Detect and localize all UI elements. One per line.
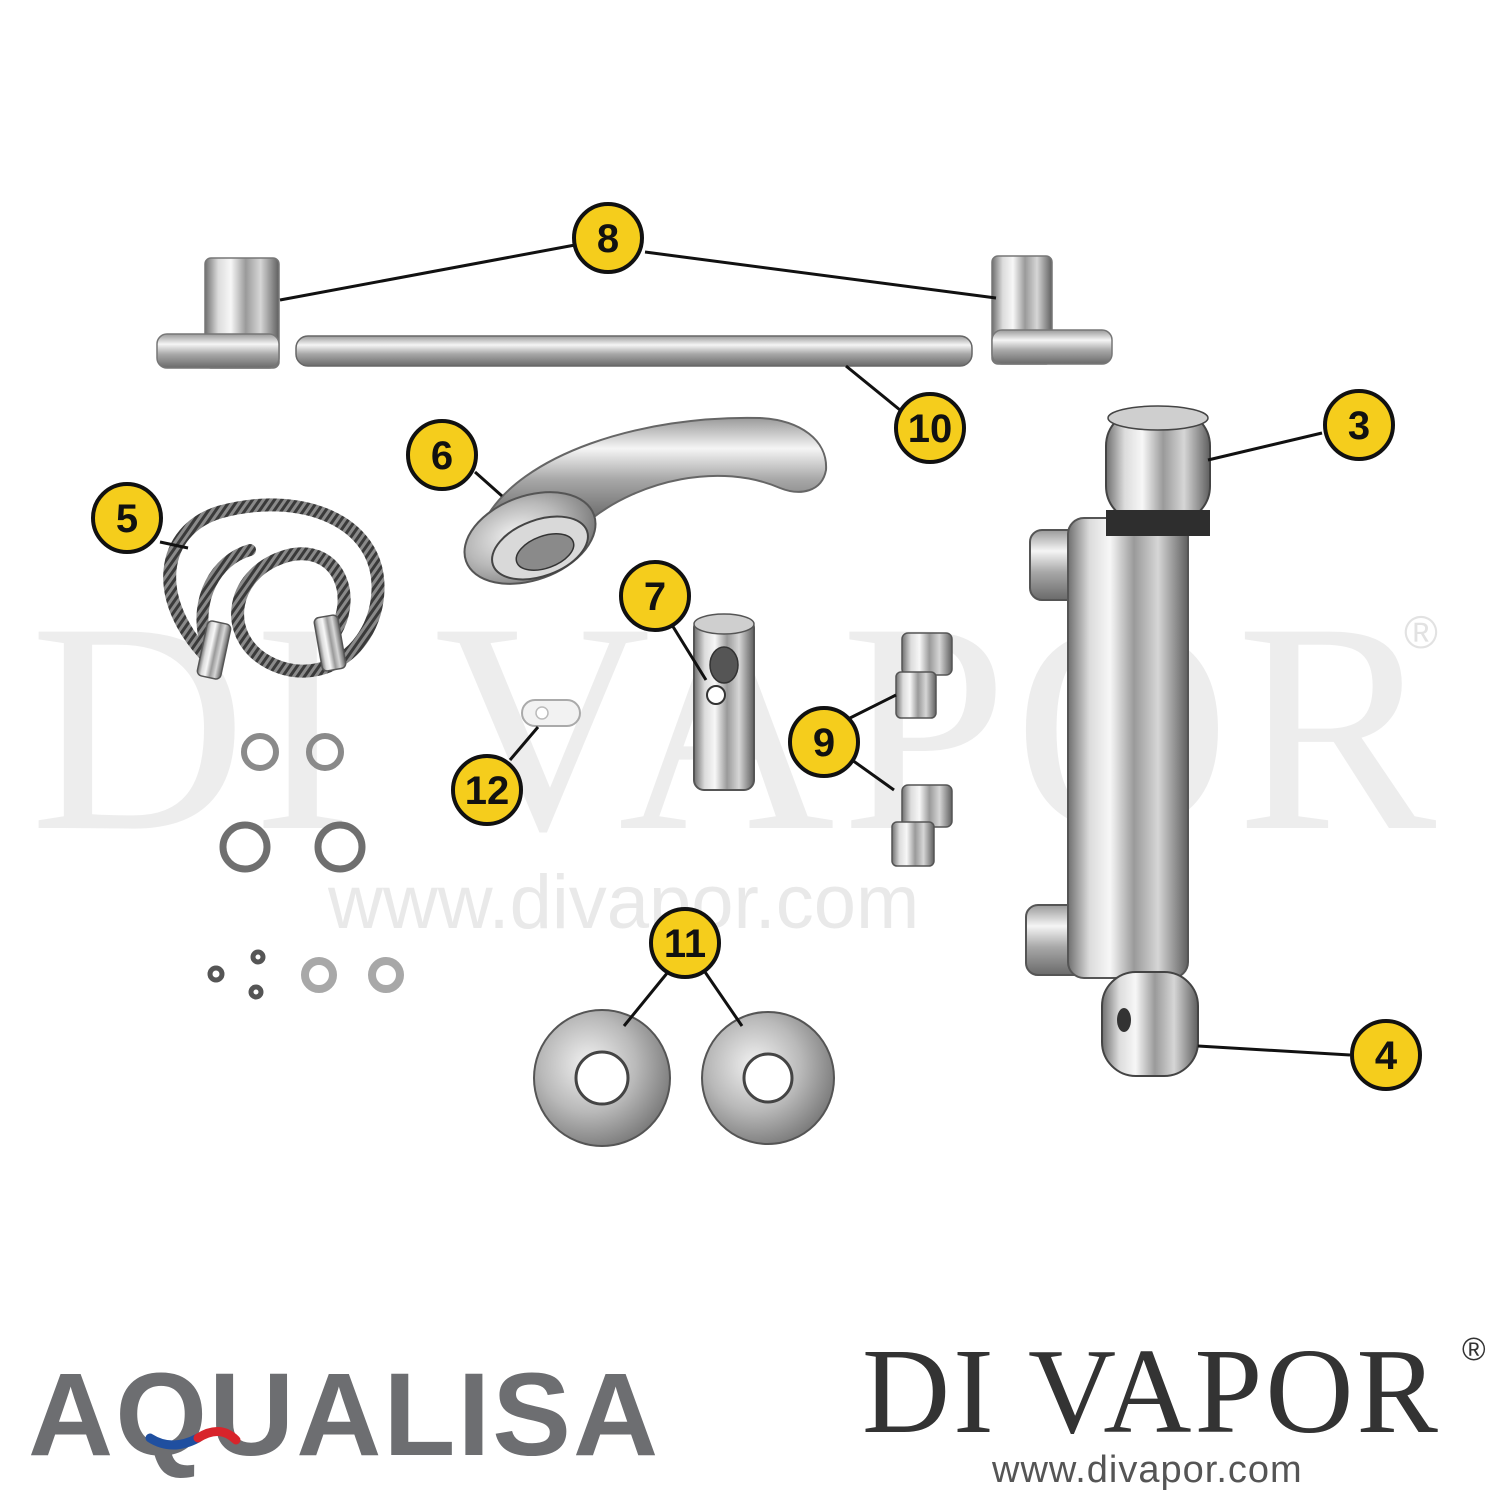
- washer: [306, 733, 344, 771]
- aqualisa-wordmark: AQUALISA: [28, 1349, 660, 1481]
- part-11-shrouds: [533, 1009, 835, 1147]
- callout-3: 3: [1323, 389, 1395, 461]
- leader-5: [159, 540, 189, 550]
- svg-text:8: 8: [597, 217, 619, 261]
- leader-4: [1197, 1044, 1351, 1057]
- callout-11: 11: [649, 907, 721, 979]
- washer: [241, 733, 279, 771]
- leader-11b: [703, 971, 744, 1027]
- callout-7: 7: [619, 560, 691, 632]
- leader-11a: [622, 971, 670, 1027]
- callout-10: 10: [894, 392, 966, 464]
- leader-12: [508, 726, 540, 761]
- svg-text:5: 5: [116, 497, 138, 541]
- svg-text:9: 9: [813, 721, 835, 765]
- aqualisa-swoosh-red: [193, 1427, 241, 1445]
- washer: [248, 984, 264, 1000]
- leader-3: [1207, 431, 1323, 462]
- part-3-temperature-handle: [1105, 405, 1211, 536]
- leader-9b: [851, 758, 895, 792]
- leader-10: [845, 364, 901, 412]
- callout-6: 6: [406, 419, 478, 491]
- callout-5: 5: [91, 482, 163, 554]
- callout-9: 9: [788, 706, 860, 778]
- callouts: 8 10 6 3 5 7 9 12: [91, 202, 1422, 1091]
- part-8-wall-brackets: [156, 255, 1113, 369]
- watermark-registered: ®: [1404, 606, 1438, 658]
- shroud-right: [701, 1011, 835, 1145]
- elbow-lower: [891, 784, 953, 867]
- part-6-shower-handset: [463, 416, 828, 585]
- divapor-registered: ®: [1462, 1331, 1486, 1367]
- svg-text:4: 4: [1375, 1034, 1398, 1078]
- bracket-right: [991, 255, 1113, 365]
- svg-text:6: 6: [431, 434, 453, 478]
- svg-text:11: 11: [664, 922, 706, 966]
- washer: [368, 957, 404, 993]
- svg-text:7: 7: [644, 575, 666, 619]
- part-7-slide-holder: [693, 613, 755, 791]
- washer: [314, 821, 366, 873]
- callout-8: 8: [572, 202, 644, 274]
- callout-12: 12: [451, 754, 523, 826]
- washers-set: [207, 733, 404, 1000]
- watermark-url: www.divapor.com: [327, 860, 919, 945]
- shroud-left: [533, 1009, 671, 1147]
- callout-4: 4: [1350, 1019, 1422, 1091]
- washer: [207, 965, 225, 983]
- bracket-left: [156, 257, 280, 369]
- svg-text:3: 3: [1348, 404, 1370, 448]
- divapor-url: www.divapor.com: [991, 1449, 1303, 1491]
- aqualisa-logo: AQUALISA: [28, 1349, 660, 1481]
- svg-text:12: 12: [465, 769, 510, 813]
- svg-text:10: 10: [908, 407, 953, 451]
- elbow-upper: [895, 632, 953, 719]
- divapor-logo: DI VAPOR ® www.divapor.com: [862, 1324, 1486, 1491]
- leader-6: [474, 470, 503, 498]
- leader-8b: [644, 250, 997, 300]
- washer: [301, 957, 337, 993]
- part-5-shower-hose: [163, 498, 385, 680]
- part-9-elbows: [891, 632, 953, 867]
- washer: [250, 949, 266, 965]
- part-10-riser-rail: [295, 335, 973, 367]
- part-12-seal: [521, 699, 581, 727]
- divapor-wordmark: DI VAPOR: [862, 1324, 1441, 1459]
- part-4-flow-handle: [1101, 971, 1199, 1077]
- washer: [219, 821, 271, 873]
- valve-body: [1067, 517, 1189, 979]
- leader-8a: [279, 243, 576, 302]
- thermostatic-valve-body: [1025, 405, 1211, 1077]
- aqualisa-swoosh-blue: [145, 1433, 203, 1450]
- leader-9a: [849, 693, 897, 720]
- leader-7: [670, 624, 708, 681]
- leader-lines: [159, 243, 1351, 1057]
